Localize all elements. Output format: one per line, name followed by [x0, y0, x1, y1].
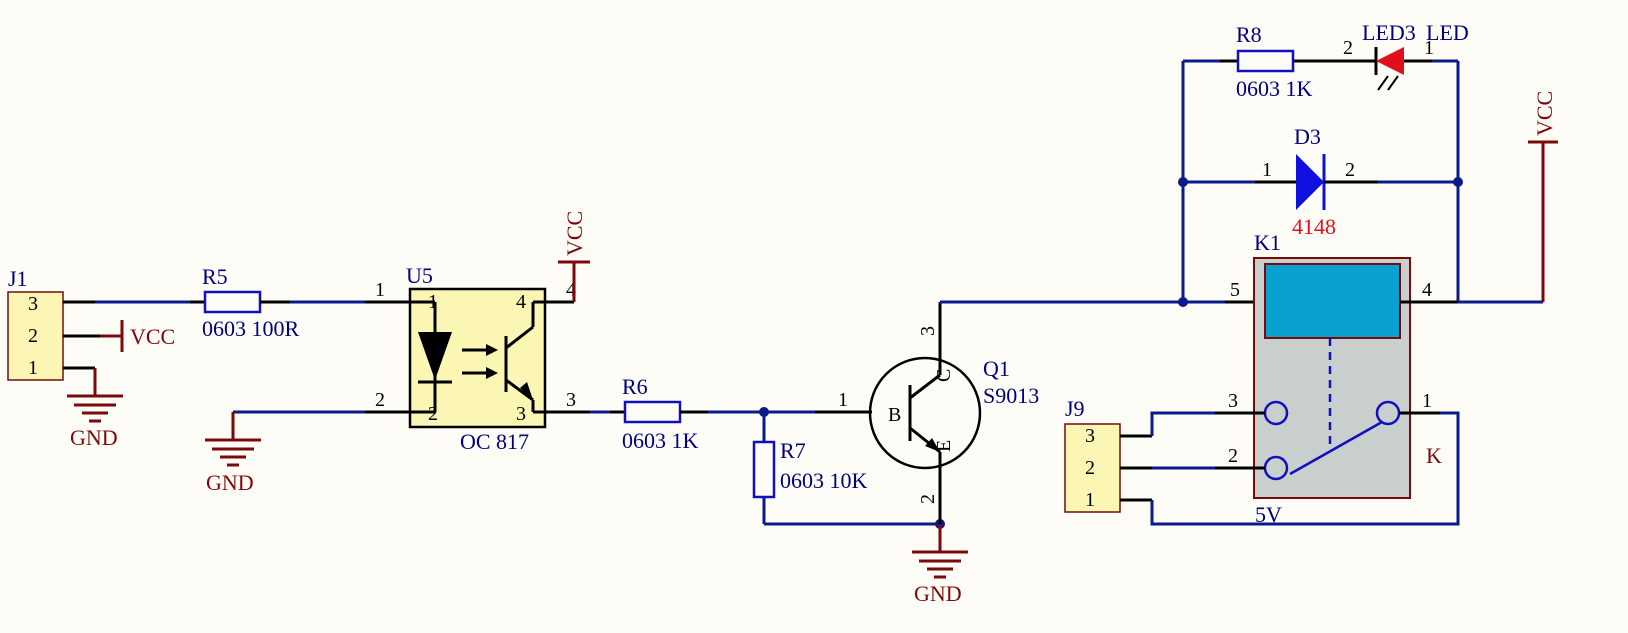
gnd-symbol-q1 — [912, 550, 968, 579]
r5-value: 0603 100R — [202, 316, 300, 341]
u5-pin1-label-out: 1 — [375, 279, 385, 301]
j9-ref: J9 — [1065, 396, 1085, 421]
j9-pin-1: 1 — [1085, 489, 1095, 511]
resistor-r5[interactable] — [190, 290, 290, 314]
q1-emitter-pin-num: 2 — [917, 494, 939, 504]
r5-ref: R5 — [202, 264, 228, 289]
j1-pin-3: 3 — [28, 293, 38, 315]
q1-ref: Q1 — [983, 356, 1010, 381]
u5-ref: U5 — [406, 263, 433, 288]
k1-pin5-num: 5 — [1230, 279, 1240, 301]
q1-base-pin-num: 1 — [838, 389, 848, 411]
gnd-symbol-j1 — [67, 394, 123, 423]
gnd-label-j1: GND — [70, 425, 118, 450]
led3-value: LED — [1426, 20, 1469, 45]
k1-label: K — [1426, 443, 1442, 468]
r8-value: 0603 1K — [1236, 76, 1313, 101]
r7-value: 0603 10K — [780, 468, 868, 493]
u5-pin3-label-out: 3 — [566, 389, 576, 411]
resistor-r8[interactable] — [1220, 49, 1340, 73]
k1-pin4-num: 4 — [1422, 279, 1432, 301]
u5-pin2-label-out: 2 — [375, 389, 385, 411]
u5-pin1: 1 — [428, 291, 438, 313]
u5-pin2: 2 — [428, 403, 438, 425]
q1-value: S9013 — [983, 383, 1039, 408]
led-led3[interactable] — [1374, 47, 1432, 91]
gnd-label-q1: GND — [914, 581, 962, 606]
led3-pin1: 1 — [1424, 37, 1434, 59]
k1-contact2-num: 2 — [1228, 445, 1238, 467]
connector-j9[interactable]: 3 2 1 — [1064, 423, 1121, 513]
d3-value: 4148 — [1292, 214, 1336, 239]
resistor-r6[interactable] — [610, 400, 708, 424]
q1-collector-label: C — [933, 369, 955, 382]
q1-base-label: B — [888, 404, 901, 426]
k1-contact3-num: 3 — [1228, 390, 1238, 412]
j9-pin-3: 3 — [1085, 425, 1095, 447]
k1-ref: K1 — [1254, 230, 1281, 255]
vcc-label-j1: VCC — [130, 324, 175, 349]
k1-contact1-num: 1 — [1422, 390, 1432, 412]
r8-ref: R8 — [1236, 22, 1262, 47]
d3-pin2: 2 — [1345, 159, 1355, 181]
r6-ref: R6 — [622, 374, 648, 399]
connector-j1[interactable]: J1 3 2 1 — [7, 266, 64, 381]
j9-pin-2: 2 — [1085, 457, 1095, 479]
r7-ref: R7 — [780, 438, 806, 463]
q1-emitter-label: E — [933, 440, 955, 452]
transistor-q1[interactable] — [868, 302, 982, 524]
d3-ref: D3 — [1294, 124, 1321, 149]
relay-k1[interactable] — [1253, 257, 1411, 499]
j1-pin-2: 2 — [28, 325, 38, 347]
r6-value: 0603 1K — [622, 428, 699, 453]
diode-d3[interactable] — [1255, 154, 1378, 210]
gnd-label-u5: GND — [206, 470, 254, 495]
q1-collector-pin-num: 3 — [917, 326, 939, 336]
gnd-symbol-u5 — [205, 438, 261, 467]
vcc-label-k1: VCC — [1532, 91, 1557, 136]
d3-pin1: 1 — [1262, 159, 1272, 181]
u5-pin4-label-out: 4 — [566, 279, 576, 301]
relay-switch-arm — [1289, 420, 1383, 476]
resistor-r7[interactable] — [752, 440, 776, 499]
led3-ref: LED3 — [1362, 20, 1416, 45]
u5-value: OC 817 — [460, 429, 529, 454]
j1-pin-1: 1 — [28, 357, 38, 379]
j1-ref: J1 — [8, 266, 28, 291]
vcc-label-u5: VCC — [562, 211, 587, 256]
optocoupler-u5[interactable] — [408, 287, 547, 429]
relay-coil — [1264, 263, 1401, 339]
led3-pin2: 2 — [1343, 37, 1353, 59]
u5-pin4: 4 — [516, 291, 526, 313]
u5-pin3: 3 — [516, 403, 526, 425]
